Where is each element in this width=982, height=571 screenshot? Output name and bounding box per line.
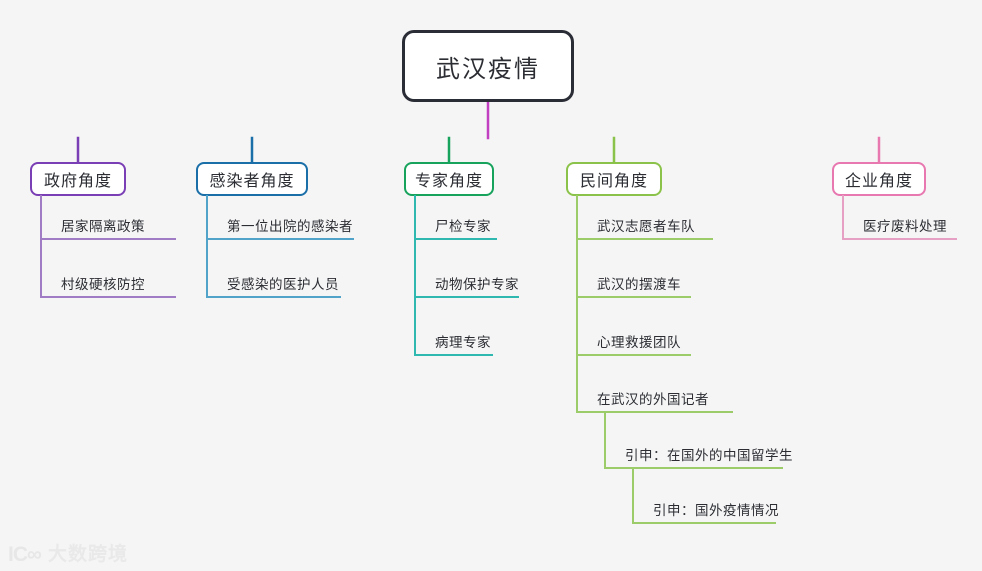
branch-node-3[interactable]: 民间角度 <box>566 162 662 196</box>
leaf-label[interactable]: 武汉的摆渡车 <box>597 277 681 292</box>
branch-node-1[interactable]: 感染者角度 <box>196 162 308 196</box>
branch-node-0[interactable]: 政府角度 <box>30 162 126 196</box>
leaf-label[interactable]: 武汉志愿者车队 <box>597 219 695 234</box>
leaf-label[interactable]: 尸检专家 <box>435 219 491 234</box>
leaf-label[interactable]: 受感染的医护人员 <box>227 277 339 292</box>
leaf-label[interactable]: 动物保护专家 <box>435 277 519 292</box>
leaf-label[interactable]: 居家隔离政策 <box>61 219 145 234</box>
leaf-label[interactable]: 引申：在国外的中国留学生 <box>625 448 793 463</box>
leaf-label[interactable]: 在武汉的外国记者 <box>597 392 709 407</box>
leaf-label[interactable]: 病理专家 <box>435 335 491 350</box>
leaf-label[interactable]: 第一位出院的感染者 <box>227 219 353 234</box>
leaf-label[interactable]: 引申：国外疫情情况 <box>653 503 779 518</box>
leaf-label[interactable]: 医疗废料处理 <box>863 219 947 234</box>
root-node[interactable]: 武汉疫情 <box>402 30 574 102</box>
leaf-label[interactable]: 心理救援团队 <box>597 335 681 350</box>
leaf-label[interactable]: 村级硬核防控 <box>61 277 145 292</box>
